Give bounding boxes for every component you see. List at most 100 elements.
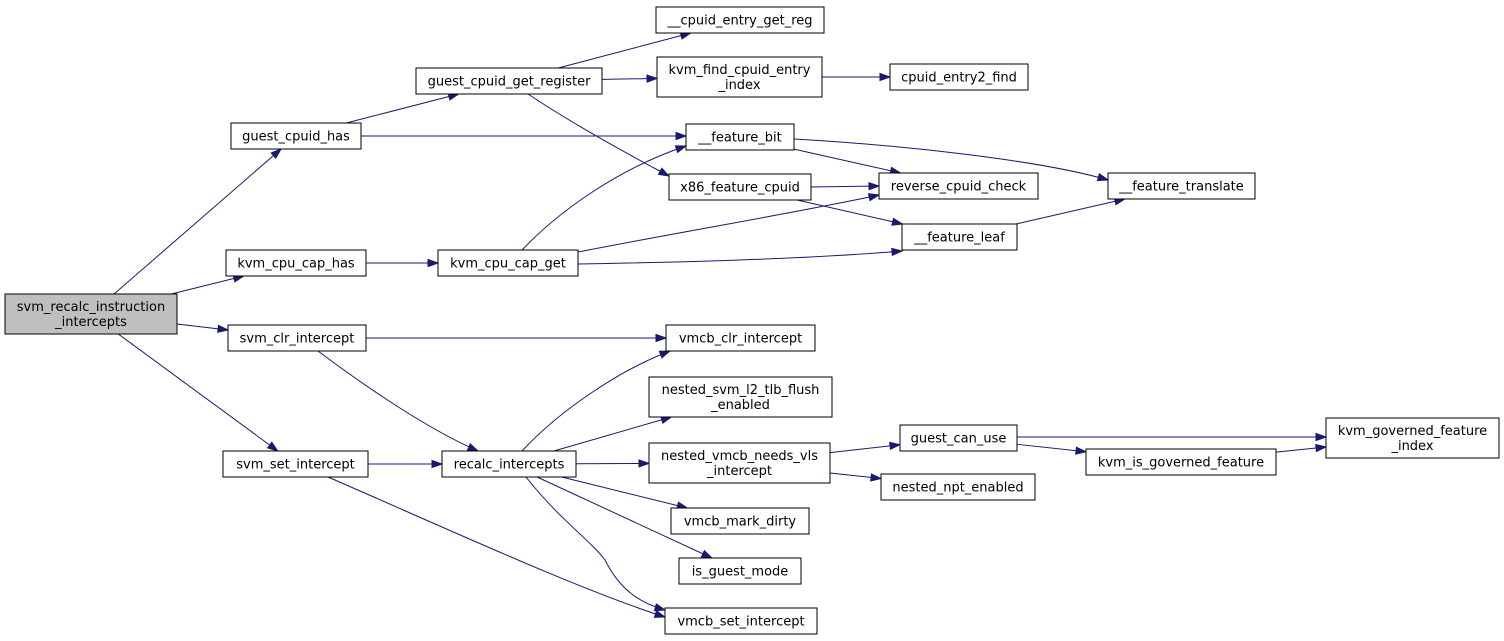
node-svm-set-intercept[interactable]: svm_set_intercept xyxy=(222,450,369,478)
arrowhead xyxy=(217,324,230,333)
node-vmcb-mark-dirty[interactable]: vmcb_mark_dirty xyxy=(670,507,810,535)
node-label: _enabled xyxy=(710,398,770,413)
edge-line xyxy=(317,350,479,452)
edge-recalc_intercepts-to-is_guest_mode xyxy=(536,476,714,559)
node-label: __feature_leaf xyxy=(913,231,1005,246)
arrowhead xyxy=(270,148,283,160)
edge-feature_bit-to-feature_translate xyxy=(793,138,1110,182)
edge-guest_can_use-to-kvm_is_governed_feature xyxy=(1016,443,1088,455)
node-feature-bit[interactable]: __feature_bit xyxy=(685,123,795,151)
arrowhead xyxy=(653,609,667,618)
node-vmcb-clr-intercept[interactable]: vmcb_clr_intercept xyxy=(665,324,816,352)
node-guest-cpuid-get-register[interactable]: guest_cpuid_get_register xyxy=(415,67,603,95)
edge-kvm_is_governed_feature-to-kvm_governed_feature_index xyxy=(1275,443,1328,453)
node-feature-leaf[interactable]: __feature_leaf xyxy=(901,223,1018,251)
node-label: kvm_find_cpuid_entry xyxy=(669,63,811,78)
node-box xyxy=(222,450,369,478)
arrowhead xyxy=(431,459,444,469)
arrowhead xyxy=(674,145,688,154)
arrowhead xyxy=(891,217,904,226)
node-box xyxy=(1085,448,1277,476)
edge-line xyxy=(558,32,691,69)
node-label: _intercepts xyxy=(54,315,127,330)
node-box xyxy=(437,249,579,277)
node-nested-svm-l2-tlb-flush[interactable]: nested_svm_l2_tlb_flush_enabled xyxy=(648,376,833,418)
node-box xyxy=(230,122,362,150)
edge-line xyxy=(521,350,671,452)
node-label: guest_cpuid_has xyxy=(242,130,350,145)
arrowhead xyxy=(266,441,279,452)
node-reverse-cpuid-check[interactable]: reverse_cpuid_check xyxy=(878,172,1039,200)
edge-line xyxy=(521,145,687,251)
edge-line xyxy=(346,93,459,124)
node-cpuid-entry-get-reg[interactable]: __cpuid_entry_get_reg xyxy=(655,6,825,34)
node-cpuid-entry2-find[interactable]: cpuid_entry2_find xyxy=(889,63,1029,91)
node-box xyxy=(441,450,577,478)
node-label: vmcb_set_intercept xyxy=(677,615,804,630)
node-box xyxy=(901,223,1018,251)
node-label: recalc_intercepts xyxy=(454,458,565,473)
node-svm-recalc[interactable]: svm_recalc_instruction_intercepts xyxy=(4,293,178,335)
edge-recalc_intercepts-to-nested_vmcb_needs_vls xyxy=(575,459,651,468)
edge-kvm_cpu_cap_get-to-reverse_cpuid_check xyxy=(577,193,881,253)
arrowhead xyxy=(658,350,672,359)
edge-svm_clr_intercept-to-vmcb_clr_intercept xyxy=(366,333,668,343)
node-kvm-is-governed-feature[interactable]: kvm_is_governed_feature xyxy=(1085,448,1277,476)
node-box xyxy=(225,249,367,277)
edge-feature_bit-to-reverse_cpuid_check xyxy=(793,148,903,175)
node-label: _intercept xyxy=(706,464,772,479)
node-kvm-cpu-cap-has[interactable]: kvm_cpu_cap_has xyxy=(225,249,367,277)
node-box xyxy=(678,557,802,585)
arrowhead xyxy=(1075,446,1088,455)
edge-line xyxy=(810,185,880,188)
node-label: kvm_cpu_cap_has xyxy=(237,257,355,272)
node-label: vmcb_mark_dirty xyxy=(684,515,797,530)
edges-layer xyxy=(113,31,1328,618)
node-nested-npt-enabled[interactable]: nested_npt_enabled xyxy=(880,473,1036,501)
edge-svm_recalc-to-svm_set_intercept xyxy=(117,333,279,452)
arrowhead xyxy=(657,167,671,177)
edge-line xyxy=(553,416,672,452)
node-label: cpuid_entry2_find xyxy=(901,71,1017,86)
node-box xyxy=(668,173,812,201)
node-label: kvm_governed_feature xyxy=(1338,424,1487,439)
node-kvm-find-cpuid-entry-index[interactable]: kvm_find_cpuid_entry_index xyxy=(656,56,823,98)
node-label: __feature_bit xyxy=(697,131,781,146)
node-is-guest-mode[interactable]: is_guest_mode xyxy=(678,557,802,585)
node-recalc-intercepts[interactable]: recalc_intercepts xyxy=(441,450,577,478)
edge-kvm_cpu_cap_get-to-feature_bit xyxy=(521,145,688,251)
node-label: reverse_cpuid_check xyxy=(891,180,1027,195)
node-nested-vmcb-needs-vls[interactable]: nested_vmcb_needs_vls_intercept xyxy=(648,442,831,484)
arrowhead xyxy=(891,247,904,257)
arrowhead xyxy=(1315,443,1328,453)
node-label: guest_cpuid_get_register xyxy=(428,75,591,90)
edge-line xyxy=(536,476,713,559)
node-box xyxy=(878,172,1039,200)
node-label: svm_clr_intercept xyxy=(240,332,355,347)
arrowhead xyxy=(638,459,651,468)
node-box xyxy=(656,56,823,98)
node-kvm-governed-feature-index[interactable]: kvm_governed_feature_index xyxy=(1325,417,1500,459)
edge-guest_cpuid_get_register-to-x86_feature_cpuid xyxy=(527,93,671,177)
node-label: is_guest_mode xyxy=(692,565,789,580)
node-guest-can-use[interactable]: guest_can_use xyxy=(899,424,1018,452)
arrowhead xyxy=(427,258,440,268)
node-svm-clr-intercept[interactable]: svm_clr_intercept xyxy=(227,324,367,352)
edge-line xyxy=(1016,443,1087,453)
node-kvm-cpu-cap-get[interactable]: kvm_cpu_cap_get xyxy=(437,249,579,277)
node-guest-cpuid-has[interactable]: guest_cpuid_has xyxy=(230,122,362,150)
arrowhead xyxy=(653,603,667,612)
edge-x86_feature_cpuid-to-reverse_cpuid_check xyxy=(810,181,881,191)
edge-guest_cpuid_get_register-to-kvm_find_cpuid_entry_index xyxy=(601,74,659,83)
edge-line xyxy=(171,275,244,295)
node-vmcb-set-intercept[interactable]: vmcb_set_intercept xyxy=(664,607,818,635)
node-x86-feature-cpuid[interactable]: x86_feature_cpuid xyxy=(668,173,812,201)
node-box xyxy=(1325,417,1500,459)
edge-svm_set_intercept-to-vmcb_set_intercept xyxy=(327,476,667,618)
node-feature-translate[interactable]: __feature_translate xyxy=(1107,172,1256,200)
node-box xyxy=(670,507,810,535)
arrowhead xyxy=(1096,173,1110,182)
edge-line xyxy=(577,194,880,253)
node-box xyxy=(648,376,833,418)
